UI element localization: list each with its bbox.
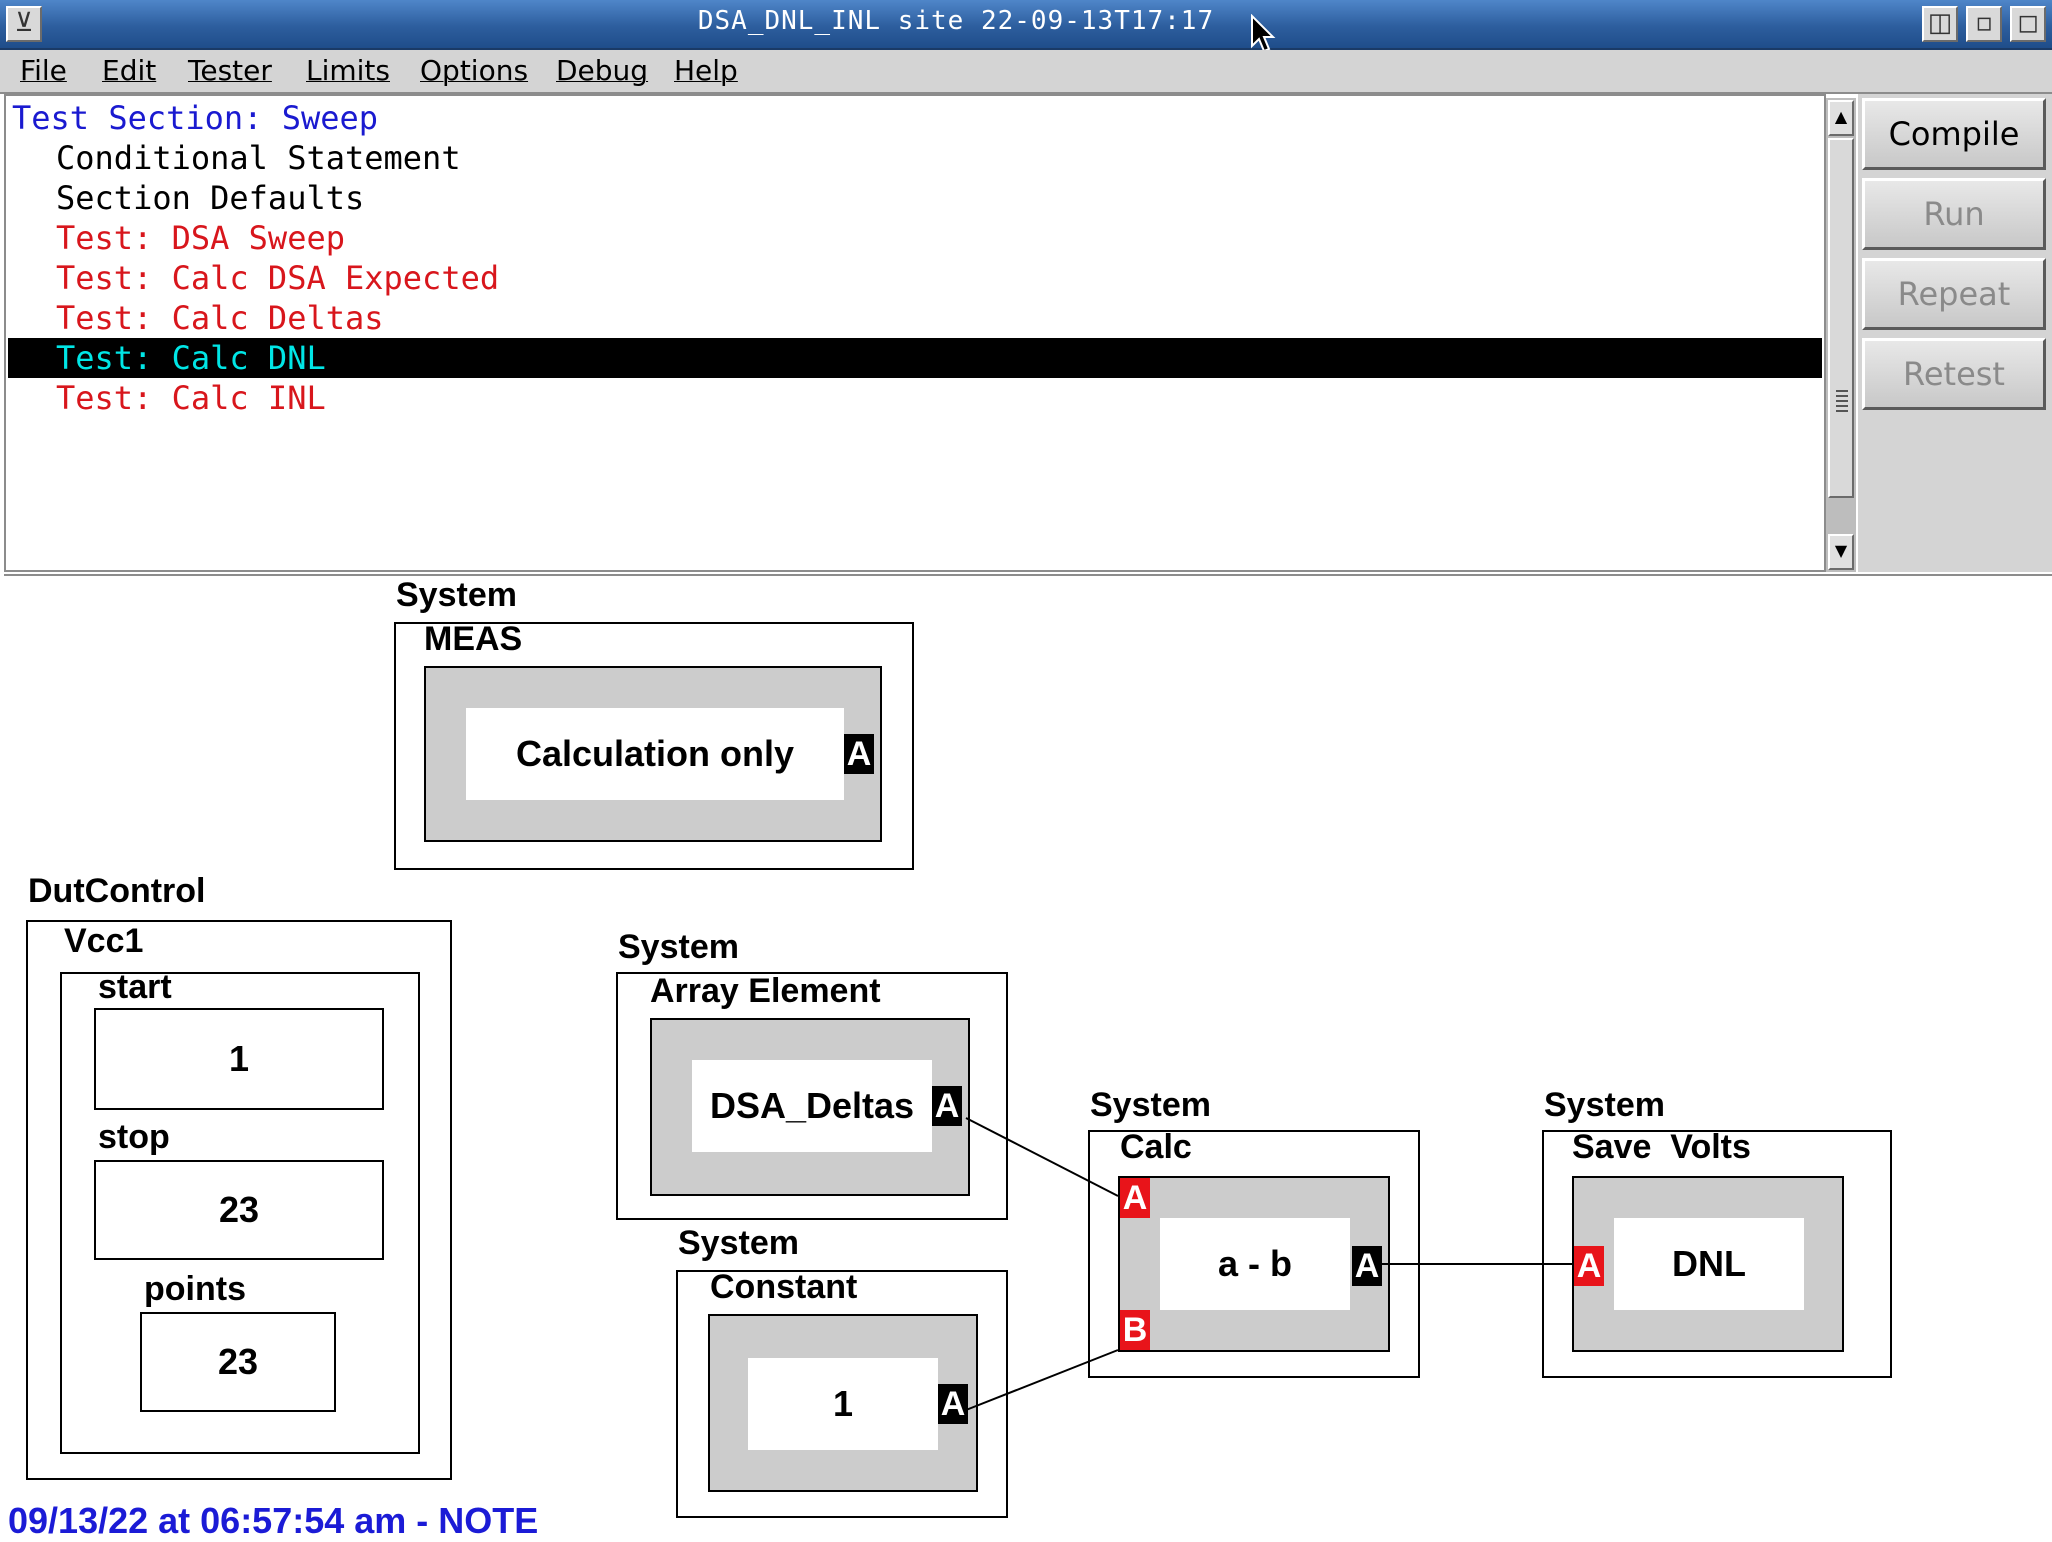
meas-value[interactable]: Calculation only <box>466 708 844 800</box>
tree-item-test-section[interactable]: Test Section: Sweep <box>12 99 379 137</box>
mouse-cursor-icon <box>1251 14 1276 53</box>
stop-field[interactable]: 23 <box>94 1160 384 1260</box>
meas-output-port[interactable]: A <box>844 734 874 774</box>
array-element-block[interactable]: Array Element DSA_Deltas A <box>616 972 1008 1220</box>
calc-expression[interactable]: a - b <box>1160 1218 1350 1310</box>
tree-item-calc-inl[interactable]: Test: Calc INL <box>56 379 326 417</box>
compile-button[interactable]: Compile <box>1862 98 2046 170</box>
tree-item-calc-dsa-expected[interactable]: Test: Calc DSA Expected <box>56 259 500 297</box>
calc-title: Calc <box>1120 1128 1192 1166</box>
calc-group-label: System <box>1090 1086 1211 1124</box>
calc-block[interactable]: Calc a - b A B A <box>1088 1128 1420 1378</box>
constant-value[interactable]: 1 <box>748 1358 938 1450</box>
constant-group-label: System <box>678 1224 799 1262</box>
scroll-up-arrow-icon[interactable]: ▲ <box>1828 100 1854 136</box>
menu-debug[interactable]: Debug <box>556 54 649 87</box>
calc-input-port-b[interactable]: B <box>1120 1310 1150 1350</box>
title-bar: ⊻ DSA_DNL_INL site 22-09-13T17:17 ◫ ▫ ◻ <box>0 0 2052 50</box>
save-volts-input-port-a[interactable]: A <box>1574 1246 1604 1286</box>
menu-tester[interactable]: Tester <box>188 54 272 87</box>
tree-item-calc-dnl-selected[interactable]: Test: Calc DNL <box>8 338 1822 378</box>
tree-item-dsa-sweep[interactable]: Test: DSA Sweep <box>56 219 345 257</box>
constant-output-port[interactable]: A <box>938 1384 968 1424</box>
array-element-value[interactable]: DSA_Deltas <box>692 1060 932 1152</box>
save-volts-title: Save Volts <box>1572 1128 1751 1166</box>
dut-control-group-label: DutControl <box>28 872 206 910</box>
retest-button[interactable]: Retest <box>1862 338 2046 410</box>
menu-options[interactable]: Options <box>420 54 529 87</box>
window-title: DSA_DNL_INL site 22-09-13T17:17 <box>697 6 1215 36</box>
constant-block[interactable]: Constant 1 A <box>676 1268 1008 1518</box>
meas-block-body: Calculation only A <box>424 666 882 842</box>
scroll-thumb[interactable] <box>1828 138 1854 498</box>
menu-edit[interactable]: Edit <box>102 54 157 87</box>
tree-scrollbar[interactable]: ▲ ▼ <box>1824 98 1856 572</box>
calc-input-port-a[interactable]: A <box>1120 1178 1150 1218</box>
save-volts-body: DNL A <box>1572 1176 1844 1352</box>
test-tree-list[interactable]: Test Section: Sweep Conditional Statemen… <box>4 94 1826 572</box>
meas-block[interactable]: MEAS Calculation only A <box>394 620 914 870</box>
vcc1-sweep-panel: start 1 stop 23 points 23 <box>60 968 420 1454</box>
window-menu-icon[interactable]: ⊻ <box>6 6 42 42</box>
array-element-body: DSA_Deltas A <box>650 1018 970 1196</box>
save-volts-group-label: System <box>1544 1086 1665 1124</box>
stop-label: stop <box>98 1118 170 1156</box>
start-label: start <box>98 968 172 1006</box>
tree-item-conditional-statement[interactable]: Conditional Statement <box>56 139 461 177</box>
start-field[interactable]: 1 <box>94 1008 384 1110</box>
meas-block-title: MEAS <box>424 620 523 658</box>
dut-control-block[interactable]: Vcc1 start 1 stop 23 points 23 <box>26 920 452 1480</box>
meas-group-label: System <box>396 576 517 614</box>
status-message: 09/13/22 at 06:57:54 am - NOTE <box>8 1500 539 1541</box>
repeat-button[interactable]: Repeat <box>1862 258 2046 330</box>
scroll-down-arrow-icon[interactable]: ▼ <box>1828 534 1854 570</box>
flow-diagram-canvas[interactable]: System MEAS Calculation only A DutContro… <box>4 574 2052 1542</box>
array-element-output-port[interactable]: A <box>932 1086 962 1126</box>
menu-limits[interactable]: Limits <box>306 54 390 87</box>
points-label: points <box>144 1270 246 1308</box>
constant-title: Constant <box>710 1268 858 1306</box>
resize-icon[interactable]: ◫ <box>1922 6 1958 42</box>
menu-help[interactable]: Help <box>674 54 738 87</box>
wire-array-to-calc-a <box>965 1117 1119 1197</box>
points-field[interactable]: 23 <box>140 1312 336 1412</box>
calc-output-port[interactable]: A <box>1352 1246 1382 1286</box>
minimize-icon[interactable]: ▫ <box>1966 6 2002 42</box>
tree-item-calc-deltas[interactable]: Test: Calc Deltas <box>56 299 384 337</box>
menu-bar: File Edit Tester Limits Options Debug He… <box>0 50 2052 94</box>
calc-body: a - b A B A <box>1118 1176 1390 1352</box>
connection-wires <box>965 1117 1572 1411</box>
save-volts-block[interactable]: Save Volts DNL A <box>1542 1128 1892 1378</box>
menu-file[interactable]: File <box>20 54 67 87</box>
vcc1-title: Vcc1 <box>64 922 144 960</box>
scroll-grip-icon <box>1836 390 1848 414</box>
action-button-panel: Compile Run Repeat Retest <box>1858 94 2052 572</box>
tree-item-section-defaults[interactable]: Section Defaults <box>56 179 365 217</box>
array-element-title: Array Element <box>650 972 881 1010</box>
maximize-icon[interactable]: ◻ <box>2010 6 2046 42</box>
constant-body: 1 A <box>708 1314 978 1492</box>
run-button[interactable]: Run <box>1862 178 2046 250</box>
wire-constant-to-calc-b <box>965 1349 1119 1411</box>
array-element-group-label: System <box>618 928 739 966</box>
save-volts-value[interactable]: DNL <box>1614 1218 1804 1310</box>
